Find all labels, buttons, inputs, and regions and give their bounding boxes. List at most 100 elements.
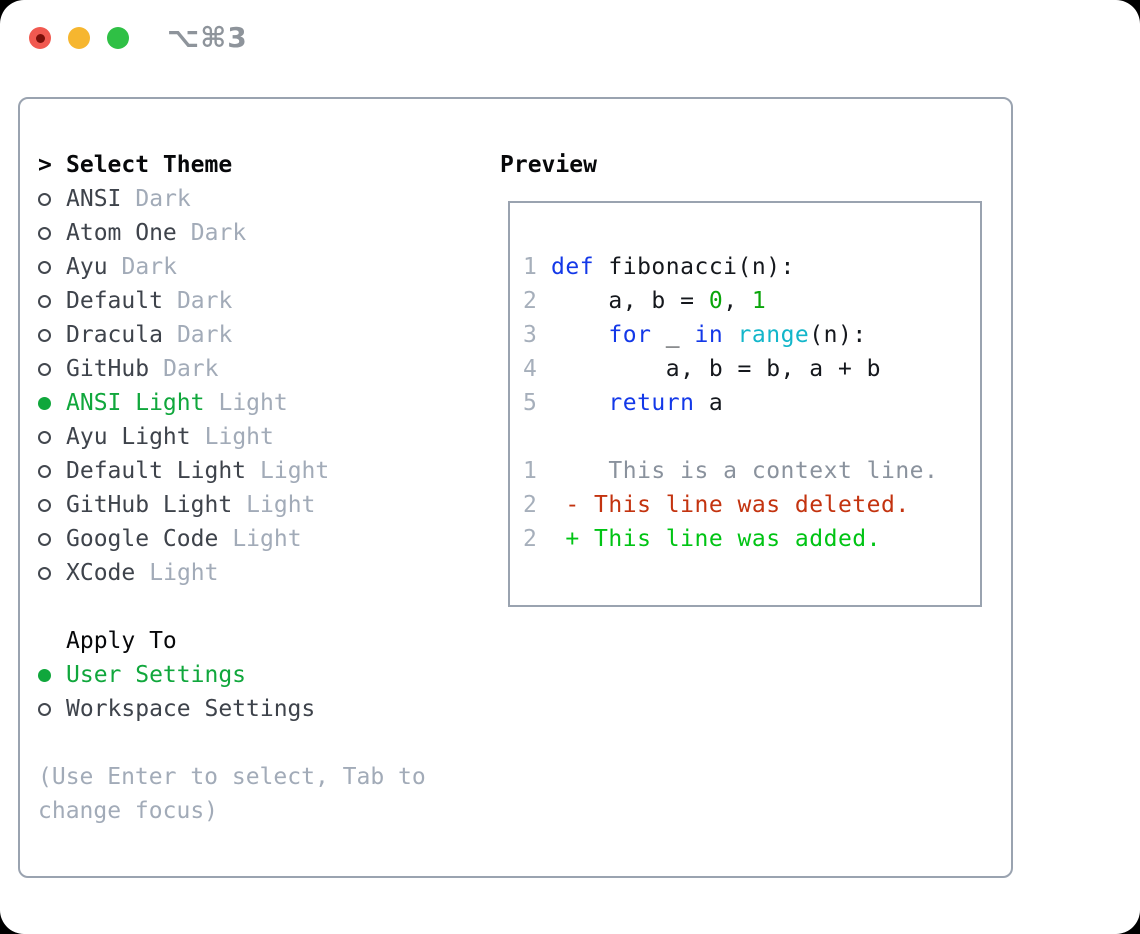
code-segment-add: + This line was added. — [551, 526, 881, 552]
apply-to-title: Apply To — [66, 628, 177, 654]
radio-icon — [38, 430, 51, 444]
radio-icon — [38, 328, 51, 342]
radio-icon — [38, 226, 51, 240]
minimize-button[interactable] — [68, 27, 90, 49]
radio-icon — [38, 362, 51, 376]
theme-option-label: XCode — [66, 560, 136, 586]
code-segment-plain: a, b = b, a + b — [551, 356, 881, 382]
code-segment-plain: , — [723, 288, 752, 314]
radio-icon — [38, 498, 51, 512]
preview-line: 3 for _ in range(n): — [523, 318, 980, 352]
theme-variant-badge: Light — [204, 424, 274, 450]
radio-icon — [38, 566, 51, 580]
code-segment-plain: (n): — [809, 322, 867, 348]
code-segment-ctx: This is a context line. — [551, 458, 939, 484]
line-number: 1 — [523, 458, 538, 484]
code-segment-plain: fibonacci(n): — [594, 254, 795, 280]
line-number: 2 — [523, 526, 538, 552]
theme-variant-badge: Dark — [163, 356, 219, 382]
preview-line: 2 a, b = 0, 1 — [523, 284, 980, 318]
gutter — [38, 498, 66, 512]
apply-option-user-settings[interactable]: User Settings — [38, 658, 438, 692]
apply-option-workspace-settings[interactable]: Workspace Settings — [38, 692, 438, 726]
theme-option-ayu[interactable]: Ayu Dark — [38, 250, 438, 284]
theme-option-label: GitHub Light — [66, 492, 233, 518]
select-theme-title: Select Theme — [66, 152, 233, 178]
preview-line: 5 return a — [523, 386, 980, 420]
gutter — [38, 226, 66, 240]
theme-option-label: Ayu Light — [66, 424, 191, 450]
zoom-button[interactable] — [107, 27, 129, 49]
radio-icon — [38, 260, 51, 274]
prompt-caret-icon: > — [38, 152, 52, 178]
code-segment-num: 0 — [708, 288, 724, 314]
theme-option-xcode[interactable]: XCode Light — [38, 556, 438, 590]
apply-to-header: Apply To — [38, 624, 438, 658]
radio-icon — [38, 702, 51, 716]
code-segment-kw: in — [694, 322, 724, 348]
gutter — [38, 668, 66, 682]
preview-line: 4 a, b = b, a + b — [523, 352, 980, 386]
theme-option-label: Ayu — [66, 254, 108, 280]
theme-variant-badge: Dark — [121, 254, 177, 280]
record-dot-icon — [35, 33, 45, 43]
theme-option-label: Atom One — [66, 220, 177, 246]
theme-option-label: Default Light — [66, 458, 247, 484]
select-theme-header: > Select Theme — [38, 148, 438, 182]
code-segment-del: - This line was deleted. — [551, 492, 910, 518]
theme-variant-badge: Light — [218, 390, 288, 416]
theme-option-github-light[interactable]: GitHub Light Light — [38, 488, 438, 522]
theme-option-label: ANSI — [66, 186, 122, 212]
preview-line: 2 + This line was added. — [523, 522, 980, 556]
radio-selected-icon — [38, 668, 51, 682]
gutter — [38, 362, 66, 376]
theme-option-label: Dracula — [66, 322, 163, 348]
code-segment-kw: for — [608, 322, 652, 348]
theme-option-label: ANSI Light — [66, 390, 205, 416]
radio-icon — [38, 532, 51, 546]
theme-option-ayu-light[interactable]: Ayu Light Light — [38, 420, 438, 454]
theme-variant-badge: Light — [149, 560, 219, 586]
line-number: 4 — [523, 356, 538, 382]
gutter — [38, 328, 66, 342]
theme-variant-badge: Light — [246, 492, 316, 518]
radio-icon — [38, 464, 51, 478]
gutter — [38, 430, 66, 444]
code-segment-plain — [551, 390, 608, 416]
theme-option-dracula[interactable]: Dracula Dark — [38, 318, 438, 352]
line-number: 2 — [523, 492, 538, 518]
theme-option-label: Google Code — [66, 526, 219, 552]
gutter — [38, 294, 66, 308]
theme-option-ansi-light[interactable]: ANSI Light Light — [38, 386, 438, 420]
preview-title: Preview — [500, 152, 597, 178]
theme-option-ansi[interactable]: ANSI Dark — [38, 182, 438, 216]
gutter — [38, 396, 66, 410]
preview-line: 1 This is a context line. — [523, 454, 980, 488]
theme-variant-badge: Light — [232, 526, 302, 552]
theme-variant-badge: Dark — [190, 220, 247, 246]
theme-option-label: Default — [66, 288, 163, 314]
theme-option-atom-one[interactable]: Atom One Dark — [38, 216, 438, 250]
close-button[interactable] — [29, 27, 51, 49]
line-number: 1 — [523, 254, 538, 280]
theme-variant-badge: Dark — [176, 322, 233, 348]
code-segment-plain: _ — [651, 322, 695, 348]
gutter — [38, 532, 66, 546]
theme-variant-badge: Dark — [135, 186, 191, 212]
radio-icon — [38, 192, 51, 206]
gutter — [38, 260, 66, 274]
code-segment-plain: a, b = — [551, 288, 709, 314]
preview-line — [523, 420, 980, 454]
theme-option-google-code[interactable]: Google Code Light — [38, 522, 438, 556]
